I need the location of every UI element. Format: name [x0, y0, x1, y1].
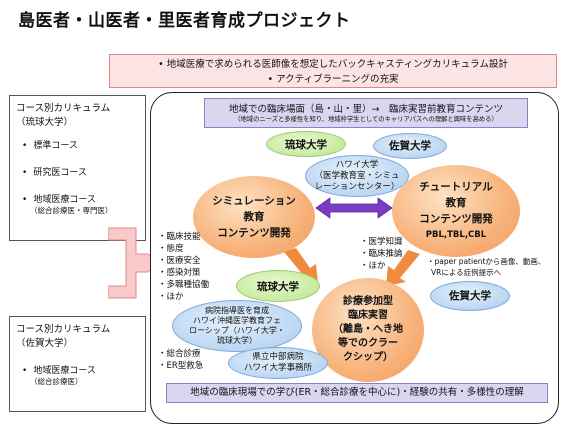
clinical-label-3: （離島・へき地 — [333, 324, 403, 335]
skill-item: 感染対策 — [158, 267, 209, 279]
top-banner-line1: • 地域医療で求められる医師像を想定したバックキャスティングカリキュラム設計 — [158, 59, 508, 70]
bottom-left-list: 総合診療 ER型救急 — [158, 348, 204, 372]
pink-merge-arrows — [108, 227, 159, 299]
saga-course-note: （総合診療医） — [30, 377, 83, 386]
clinical-label-4: 等でのクラー — [338, 338, 398, 349]
prefectural-label-1: 県立中部病院 — [252, 352, 304, 362]
saga-univ-bottom-ellipse: 佐賀大学 — [430, 281, 510, 311]
skill-item: 臨床技能 — [158, 231, 209, 243]
tutorial-label-1: チュートリアル — [419, 181, 493, 193]
top-banner: • 地域医療で求められる医師像を想定したバックキャスティングカリキュラム設計 •… — [109, 54, 557, 88]
ryukyu-box-heading: コース別カリキュラム — [16, 103, 111, 114]
simulation-label-1: シミュレーション — [212, 195, 296, 207]
knowledge-item: 医学知識 — [360, 236, 403, 248]
page-title: 島医者・山医者・里医者育成プロジェクト — [18, 11, 351, 31]
tutorial-content-ellipse: チュートリアル 教育 コンテンツ開発 PBL,TBL,CBL — [392, 165, 520, 257]
skill-item: 多職種協働 — [158, 279, 210, 291]
skill-item: 医療安全 — [158, 255, 209, 267]
ryukyu-univ-bottom-label: 琉球大学 — [257, 280, 299, 293]
clinical-label-1: 診療参加型 — [343, 296, 393, 307]
ryukyu-course-standard: 標準コース — [22, 138, 139, 151]
footer-text: 地域の臨床現場での学び(ER・総合診療を中心に)・経験の共有・多様性の理解 — [190, 387, 524, 398]
hawaii-label-3: レーションセンター） — [314, 181, 400, 192]
saga-univ-top-ellipse: 佐賀大学 — [373, 133, 447, 159]
ryukyu-box-subheading: （琉球大学） — [16, 117, 74, 128]
ryukyu-course-research: 研究医コース — [22, 165, 139, 178]
paper-note-line1: ・paper patientから画像、動画、 — [427, 257, 546, 266]
ryukyu-univ-bottom-ellipse: 琉球大学 — [236, 270, 320, 302]
hawaii-label-1: ハワイ大学 — [335, 159, 379, 170]
knowledge-item: ほか — [360, 260, 403, 272]
fellowship-label-1: 病院指導医を育成 — [205, 306, 269, 315]
simulation-content-ellipse: シミュレーション 教育 コンテンツ開発 — [193, 176, 315, 258]
tutorial-label-2: 教育 — [445, 197, 467, 209]
header-line2: （地域のニーズと多様性を知り、地域枠学生としてのキャリアパスへの理解と興味を高め… — [234, 116, 498, 123]
saga-box-subheading: （佐賀大学） — [16, 338, 74, 349]
header-line1: 地域での臨床場面（島・山・里）→ 臨床実習前教育コンテンツ — [229, 104, 503, 115]
knowledge-item: 臨床推論 — [360, 248, 403, 260]
hawaii-label-2: （医学教育室・シミュ — [314, 170, 400, 181]
saga-univ-bottom-label: 佐賀大学 — [449, 289, 491, 302]
footer-box: 地域の臨床現場での学び(ER・総合診療を中心に)・経験の共有・多様性の理解 — [166, 383, 548, 403]
skill-item: ほか — [158, 291, 209, 303]
ryukyu-univ-top-ellipse: 琉球大学 — [266, 131, 346, 157]
skills-list: 臨床技能 態度 医療安全 感染対策 多職種協働 ほか — [158, 231, 210, 303]
top-banner-line2: • アクティブラーニングの充実 — [267, 74, 399, 85]
saga-univ-top-label: 佐賀大学 — [389, 139, 431, 152]
tutorial-label-sub: PBL,TBL,CBL — [425, 230, 487, 240]
simulation-label-2: 教育 — [243, 211, 265, 223]
fellowship-label-4: 琉球大学） — [217, 336, 257, 345]
hawaii-okinawa-fellowship-ellipse: 病院指導医を育成 ハワイ沖縄医学教育フェ ローシップ（ハワイ大学・ 琉球大学） — [172, 300, 302, 352]
prefectural-hospital-ellipse: 県立中部病院 ハワイ大学事務所 — [228, 347, 328, 379]
skill-item: 態度 — [158, 243, 209, 255]
clinical-clerkship-ellipse: 診療参加型 臨床実習 （離島・へき地 等でのクラー クシップ） — [312, 278, 424, 382]
ryukyu-course-note: （総合診療医・専門医） — [30, 206, 113, 215]
ryukyu-curriculum-box: コース別カリキュラム （琉球大学） 標準コース 研究医コース 地域医療コース （… — [9, 95, 146, 241]
ryukyu-course-community: 地域医療コース — [22, 192, 139, 205]
prefectural-label-2: ハワイ大学事務所 — [243, 363, 312, 373]
hawaii-sim-center-ellipse: ハワイ大学 （医学教育室・シミュ レーションセンター） — [305, 155, 409, 197]
saga-curriculum-box: コース別カリキュラム （佐賀大学） 地域医療コース （総合診療医） — [9, 316, 146, 412]
knowledge-list: 医学知識 臨床推論 ほか — [360, 236, 403, 272]
saga-course-community: 地域医療コース — [22, 363, 139, 376]
education-header-box: 地域での臨床場面（島・山・里）→ 臨床実習前教育コンテンツ （地域のニーズと多様… — [204, 98, 528, 128]
clinical-label-2: 臨床実習 — [348, 310, 388, 321]
fellowship-label-3: ローシップ（ハワイ大学・ — [189, 326, 285, 335]
paper-patient-note: ・paper patientから画像、動画、 VRによる症例提示へ — [427, 256, 545, 278]
simulation-label-3: コンテンツ開発 — [217, 227, 291, 239]
saga-box-heading: コース別カリキュラム — [16, 324, 111, 335]
bottom-left-item: ER型救急 — [158, 360, 204, 372]
ryukyu-univ-top-label: 琉球大学 — [285, 138, 327, 151]
fellowship-label-2: ハワイ沖縄医学教育フェ — [193, 316, 281, 325]
purple-double-arrow — [315, 197, 393, 219]
clinical-label-5: クシップ） — [343, 352, 393, 363]
bottom-left-item: 総合診療 — [158, 348, 203, 360]
orange-arrow-right — [386, 250, 420, 286]
paper-note-line2: VRによる症例提示へ — [431, 268, 502, 277]
tutorial-label-3: コンテンツ開発 — [419, 213, 493, 225]
